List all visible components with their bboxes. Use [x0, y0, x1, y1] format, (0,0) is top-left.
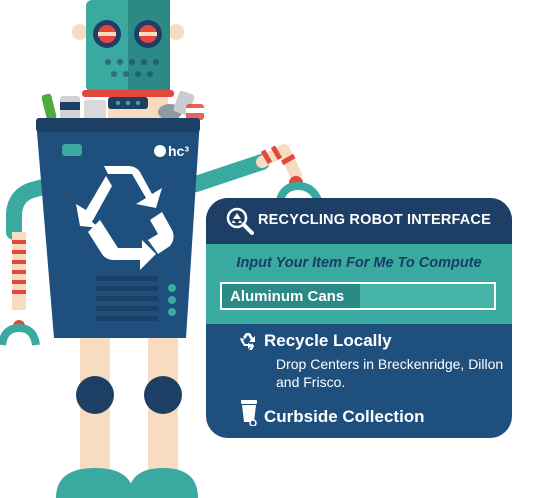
recyclable-items: [41, 90, 204, 121]
hc3-logo: hc³: [154, 143, 189, 159]
panel-header: RECYCLING ROBOT INTERFACE: [206, 198, 512, 244]
item-input-field[interactable]: Aluminum Cans: [220, 282, 496, 310]
recycle-icon: [240, 333, 255, 350]
robot-right-leg: [128, 330, 198, 498]
robot-eye-right: [134, 20, 162, 48]
panel-title: RECYCLING ROBOT INTERFACE: [258, 212, 491, 228]
robot-bin-body: [36, 118, 200, 338]
robot-eye-left: [93, 20, 121, 48]
robot-left-leg: [56, 330, 134, 498]
robot-left-arm: [0, 174, 70, 346]
item-input-highlight: [222, 284, 360, 308]
item-input-value: Aluminum Cans: [230, 288, 345, 305]
recycling-interface-panel: RECYCLING ROBOT INTERFACE Input Your Ite…: [206, 198, 512, 438]
magnifier-recycle-icon: [226, 207, 254, 235]
robot-head: [72, 0, 184, 109]
robot-right-arm: [188, 144, 322, 202]
recycle-locally-description: Drop Centers in Breckenridge, Dillon and…: [276, 356, 504, 390]
recycle-symbol: [76, 166, 174, 270]
svg-text:hc³: hc³: [168, 143, 189, 159]
curbside-collection-option[interactable]: Curbside Collection: [264, 407, 425, 426]
input-prompt: Input Your Item For Me To Compute: [236, 255, 482, 271]
recycle-locally-option[interactable]: Recycle Locally: [264, 331, 392, 350]
trash-cart-icon: [241, 400, 257, 426]
item-input-section: Input Your Item For Me To Compute Alumin…: [206, 244, 512, 324]
